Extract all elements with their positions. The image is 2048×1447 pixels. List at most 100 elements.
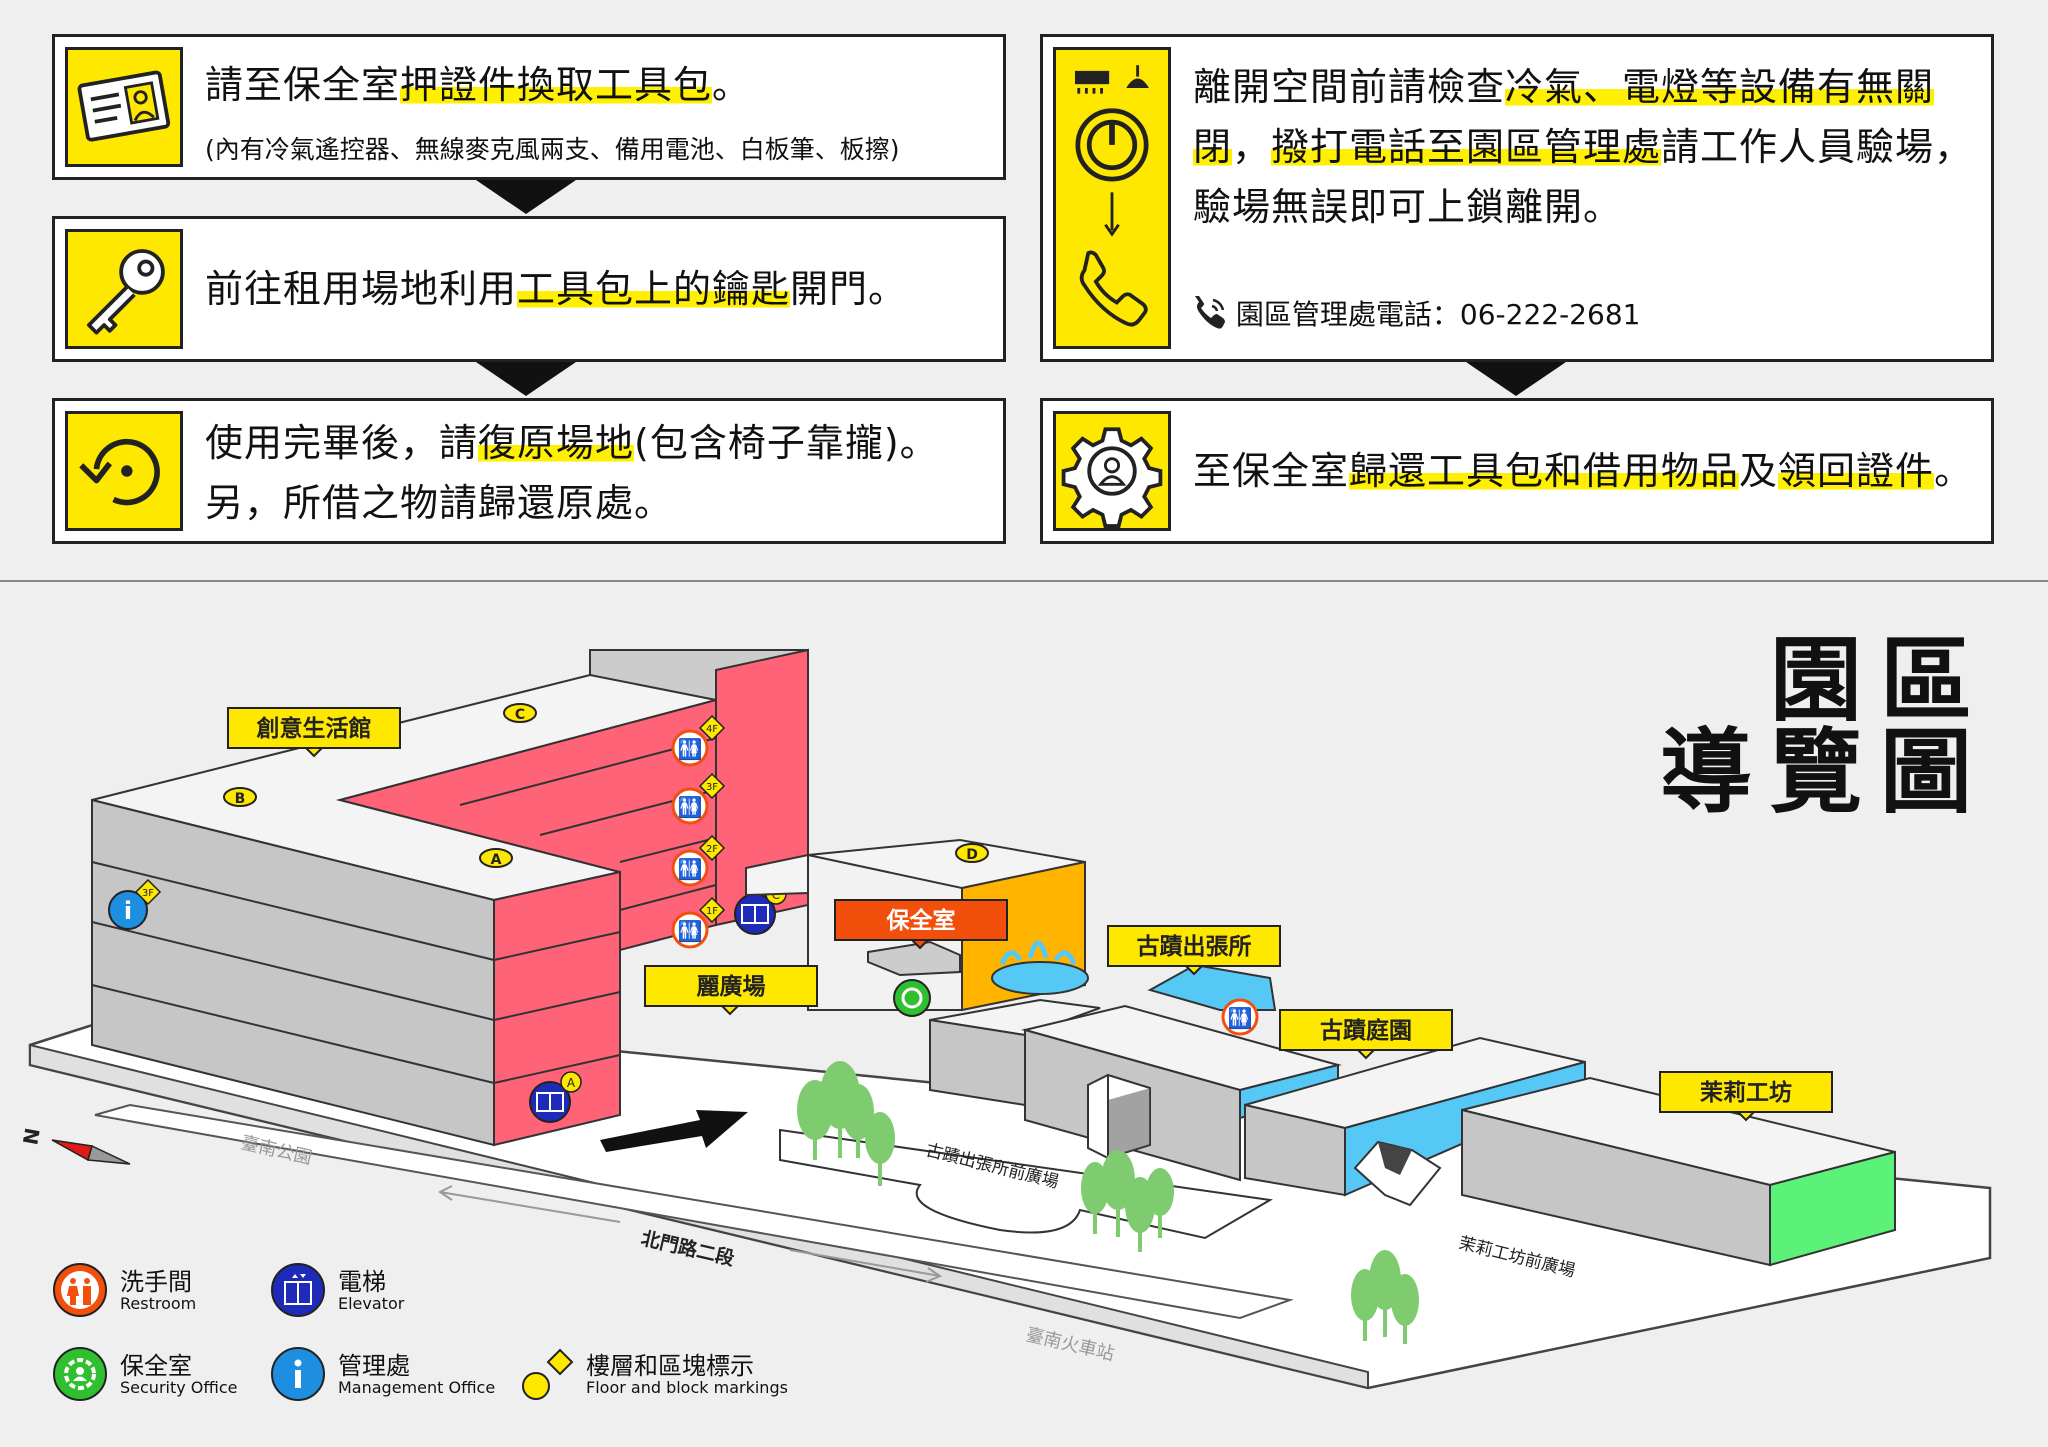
block-a-marker: A — [479, 848, 513, 868]
step-5-post: 。 — [1934, 449, 1974, 493]
fountain-jet — [999, 940, 1077, 966]
office-low-block-front — [929, 1018, 1026, 1107]
restore-icon-box — [65, 411, 183, 531]
block-c-marker: C — [503, 703, 537, 723]
phone-line: 園區管理處電話：06-222-2681 — [1193, 293, 1640, 333]
step-2-pre: 前往租用場地利用 — [205, 267, 518, 311]
svg-text:創意生活館: 創意生活館 — [257, 715, 372, 742]
flow-arrow-3 — [1466, 362, 1566, 396]
compass-gray — [87, 1144, 131, 1165]
svg-text:古蹟出張所: 古蹟出張所 — [1137, 934, 1252, 960]
label-creative-hall: 創意生活館 — [227, 707, 401, 758]
station-direction: 臺南火車站 — [1024, 1324, 1116, 1365]
hall-end-floor-line-2 — [493, 991, 621, 1021]
svg-text:麗廣場: 麗廣場 — [697, 973, 766, 1000]
step-5-highlight-2: 領回證件 — [1778, 449, 1935, 493]
flow-arrow-1 — [476, 180, 576, 214]
svg-text:D: D — [966, 847, 978, 863]
hall-c-floor-line-4 — [619, 837, 717, 863]
power-phone-icon-box — [1053, 47, 1171, 349]
step-3-pre: 使用完畢後，請 — [205, 421, 479, 465]
step-1-card: 請至保全室押證件換取工具包。 (內有冷氣遙控器、無線麥克風兩支、備用電池、白板筆… — [52, 34, 1006, 180]
svg-text:茉莉工坊: 茉莉工坊 — [1700, 1079, 1792, 1106]
id-card-icon-box — [65, 47, 183, 167]
step-5-mid: 及 — [1739, 449, 1779, 493]
security-map-icon — [893, 979, 931, 1017]
svg-text:古蹟庭園: 古蹟庭園 — [1320, 1017, 1412, 1044]
block-d-marker: D — [955, 843, 989, 863]
label-plaza: 麗廣場 — [644, 965, 818, 1016]
security-gear-icon — [1061, 427, 1163, 528]
restroom-3f: 🚻 3F — [671, 772, 726, 825]
hall-floor-line-3 — [91, 984, 495, 1084]
step-5-text: 至保全室歸還工具包和借用物品及領回證件。 — [1193, 441, 1979, 501]
svg-text:1F: 1F — [706, 906, 718, 917]
restroom-1f: 🚻 1F — [671, 896, 726, 949]
label-workshop: 茉莉工坊 — [1659, 1071, 1833, 1122]
svg-text:2F: 2F — [706, 844, 718, 855]
step-5-highlight-1: 歸還工具包和借用物品 — [1349, 449, 1740, 493]
svg-text:B: B — [235, 791, 246, 807]
security-gear-icon-box — [1053, 411, 1171, 531]
svg-text:4F: 4F — [706, 724, 718, 735]
block-b-marker: B — [223, 787, 257, 807]
legend-restroom-en: Restroom — [120, 1294, 197, 1313]
security-step — [867, 940, 961, 977]
elevator-icon — [271, 1263, 325, 1317]
legend-elevator-zh: 電梯 — [338, 1268, 386, 1296]
road-arrow-right — [789, 1249, 941, 1277]
label-courtyard: 古蹟庭園 — [1279, 1009, 1453, 1060]
step-4-post: 請工作人員驗場，驗場無誤即可上鎖離開。 — [1193, 125, 1974, 229]
key-icon — [86, 249, 165, 335]
step-1-highlight: 押證件換取工具包 — [400, 63, 713, 107]
legend-management-zh: 管理處 — [338, 1352, 410, 1380]
svg-text:A: A — [567, 1076, 576, 1090]
legend-restroom-zh: 洗手間 — [120, 1268, 192, 1296]
id-card-icon — [77, 70, 171, 142]
svg-text:A: A — [491, 852, 502, 868]
hall-end-floor-line-1 — [493, 931, 621, 961]
restore-icon — [79, 438, 160, 506]
svg-text:🚻: 🚻 — [678, 737, 703, 761]
legend-security-zh: 保全室 — [120, 1352, 192, 1380]
north-label: N — [18, 1126, 45, 1147]
elevator-a: A — [529, 1071, 582, 1123]
office-restroom: 🚻 — [1221, 998, 1259, 1036]
floor-marking-icon — [522, 1348, 574, 1400]
phone-icon — [1195, 295, 1225, 329]
step-4-highlight-2: 撥打電話至園區管理處 — [1271, 125, 1662, 169]
road-arrow-left — [439, 1191, 621, 1223]
step-1-text: 請至保全室押證件換取工具包。 (內有冷氣遙控器、無線麥克風兩支、備用電池、白板筆… — [205, 55, 991, 175]
road-arrow-right-head — [925, 1267, 943, 1283]
fountain — [991, 961, 1089, 995]
hall-floor-line-2 — [91, 921, 495, 1021]
step-4-mid: ， — [1232, 125, 1272, 169]
step-3-line2: 另，所借之物請歸還原處。 — [205, 481, 674, 525]
legend-markings-zh: 樓層和區塊標示 — [586, 1352, 754, 1380]
hall-c-floor-line-3 — [619, 884, 717, 911]
trees-middle — [1081, 1150, 1174, 1252]
step-3-post: (包含椅子靠攏)。 — [634, 421, 939, 465]
step-2-card: 前往租用場地利用工具包上的鑰匙開門。 — [52, 216, 1006, 362]
step-1-sub: (內有冷氣遙控器、無線麥克風兩支、備用電池、白板筆、板擦) — [205, 135, 900, 164]
svg-text:保全室: 保全室 — [886, 907, 956, 934]
flow-arrow-2 — [476, 362, 576, 396]
section-divider — [0, 580, 2048, 582]
power-phone-icon — [1074, 65, 1150, 327]
map-title-line-2: 導覽圖 — [1659, 719, 1990, 826]
map-title-line-1: 園區 — [1769, 627, 1990, 734]
compass-red — [51, 1139, 93, 1162]
step-4-text: 離開空間前請檢查冷氣、電燈等設備有無關閉，撥打電話至園區管理處請工作人員驗場，驗… — [1193, 57, 1979, 237]
step-2-highlight: 工具包上的鑰匙 — [517, 267, 791, 311]
legend-management-en: Management Office — [338, 1378, 496, 1397]
step-1-post: 。 — [712, 63, 752, 107]
svg-text:🚻: 🚻 — [1228, 1006, 1253, 1030]
svg-text:3F: 3F — [142, 888, 154, 899]
office-glass-pavilion — [1087, 1073, 1151, 1160]
svg-text:3F: 3F — [706, 782, 718, 793]
legend-elevator-en: Elevator — [338, 1294, 405, 1313]
info-3f: i 3F — [108, 878, 162, 930]
hall-floor-line-1 — [91, 861, 495, 961]
restroom-4f: 🚻 4F — [671, 714, 726, 767]
